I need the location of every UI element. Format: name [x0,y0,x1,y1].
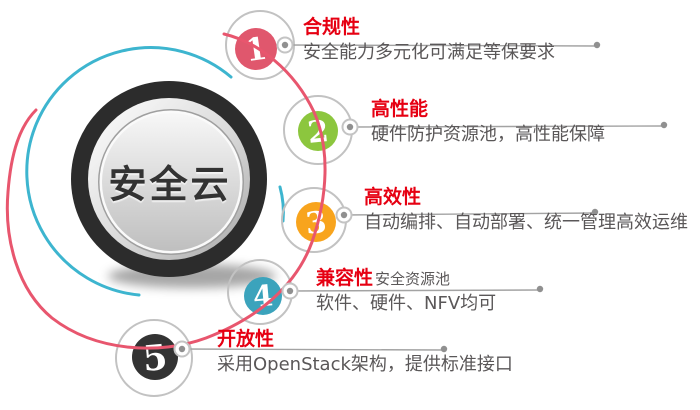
cyan-arc-end-segment [278,185,285,223]
step-5-end-dot [440,345,448,353]
step-5-ring [115,319,193,397]
center-button-label: 安全云 [108,162,232,207]
step-4-end-dot [536,285,544,293]
step-1-text: 合规性 安全能力多元化可满足等保要求 [303,16,555,64]
step-4-node-dot [286,287,294,295]
step-1-leader-line [284,44,598,47]
step-4-number: 4 [251,278,274,314]
step-5-number: 5 [141,337,169,380]
step-4-title-suffix: 安全资源池 [375,270,451,288]
step-5-node-dot [178,345,186,353]
step-4-badge [244,277,282,315]
leader-end-dots [440,41,668,353]
step-1-desc: 安全能力多元化可满足等保要求 [303,42,555,63]
step-5-text: 开放性 采用OpenStack架构，提供标准接口 [217,328,513,376]
step-5-desc: 采用OpenStack架构，提供标准接口 [217,354,513,375]
step-5-title: 开放性 [217,328,275,350]
button-face [102,113,240,251]
step-4-desc: 软件、硬件、NFV均可 [316,293,497,314]
center-button [71,81,267,277]
step-1-number: 1 [243,31,269,70]
step-2-badge [298,111,338,151]
step-1-badge [235,28,277,70]
step-4-text: 兼容性安全资源池 软件、硬件、NFV均可 [316,267,496,315]
step-3-end-dot [591,208,599,216]
step-3-desc: 自动编排、自动部署、统一管理高效运维 [364,212,688,233]
step-1-node-dot [281,41,289,49]
step-2-end-dot [660,121,668,129]
step-5-badge [132,334,178,380]
step-4-leader-line [289,289,541,292]
cyan-arc [25,46,233,297]
step-2-node-dot [346,123,354,131]
step-2-text: 高性能 硬件防护资源池，高性能保障 [371,98,605,146]
step-5-leader-line [181,348,445,351]
step-2-title: 高性能 [371,98,429,120]
step-3-node-dot [340,211,348,219]
step-3-text: 高效性 自动编排、自动部署、统一管理高效运维 [364,186,688,234]
step-4-title: 兼容性 [316,267,374,289]
step-3-title: 高效性 [364,186,422,208]
leader-nodes [173,36,359,358]
red-spiral-curve [5,32,327,350]
step-badges: 1 2 3 4 5 [132,28,338,380]
step-1-end-dot [593,41,601,49]
leader-lines [181,44,665,351]
step-1-title: 合规性 [303,16,361,38]
step-3-leader-line [343,212,596,216]
step-3-badge [296,202,336,242]
step-2-leader-line [349,125,665,128]
step-2-desc: 硬件防护资源池，高性能保障 [371,124,605,145]
